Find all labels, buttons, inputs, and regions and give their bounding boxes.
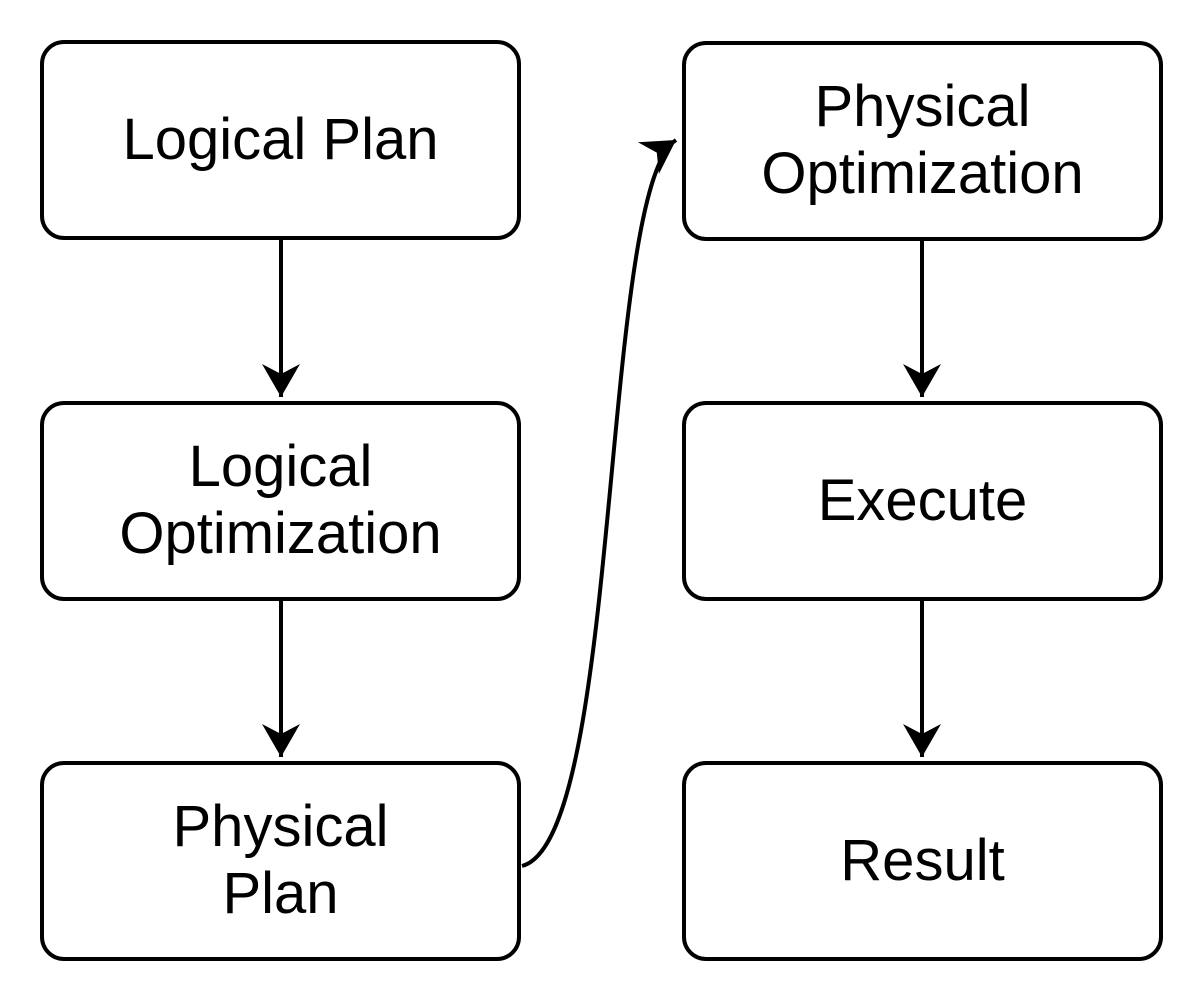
node-execute: Execute bbox=[682, 401, 1163, 601]
node-physical-plan: Physical Plan bbox=[40, 761, 521, 961]
node-logical-plan: Logical Plan bbox=[40, 40, 521, 240]
node-execute-label: Execute bbox=[817, 467, 1028, 533]
node-result: Result bbox=[682, 761, 1163, 961]
node-physical-optimization-label: Physical Optimization bbox=[761, 74, 1084, 206]
node-physical-plan-label: Physical Plan bbox=[172, 794, 389, 926]
node-physical-optimization: Physical Optimization bbox=[682, 41, 1163, 241]
node-logical-optimization: Logical Optimization bbox=[40, 401, 521, 601]
node-logical-optimization-label: Logical Optimization bbox=[119, 434, 442, 566]
edge-physical-plan-to-physical-optimization bbox=[521, 138, 678, 868]
node-result-label: Result bbox=[840, 827, 1005, 893]
node-logical-plan-label: Logical Plan bbox=[122, 106, 439, 172]
